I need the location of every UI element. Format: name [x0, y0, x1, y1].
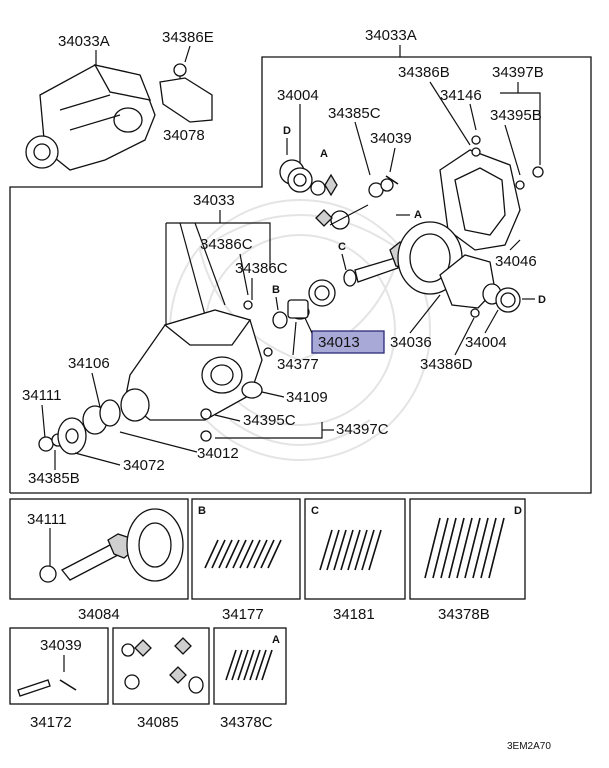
callout-B-main: B [272, 284, 280, 296]
label-34385C: 34385C [328, 105, 381, 122]
label-34386D: 34386D [420, 356, 473, 373]
label-34033: 34033 [193, 192, 235, 209]
label-34013[interactable]: 34013 [318, 334, 360, 351]
side-bearing-34004-upper-drawing [279, 159, 313, 193]
label-34181: 34181 [333, 606, 375, 623]
label-34039-top: 34039 [370, 130, 412, 147]
callout-D-box: D [514, 505, 522, 517]
callout-A-main: A [414, 209, 422, 221]
label-34109: 34109 [286, 389, 328, 406]
label-34395B: 34395B [490, 107, 542, 124]
label-34386C-1: 34386C [200, 236, 253, 253]
ring-pinion-set-34084-drawing [39, 508, 184, 583]
label-34397C: 34397C [336, 421, 389, 438]
box-34181 [304, 498, 406, 600]
label-34177: 34177 [222, 606, 264, 623]
box-34177 [191, 498, 301, 600]
label-34078: 34078 [163, 127, 205, 144]
diff-cover-34046-drawing [439, 135, 544, 251]
label-34072: 34072 [123, 457, 165, 474]
callout-B-box: B [198, 505, 206, 517]
label-34378B: 34378B [438, 606, 490, 623]
watermark-emblem [169, 199, 431, 461]
differential-gears-upper-drawing [310, 173, 399, 230]
label-34146: 34146 [440, 87, 482, 104]
box-34172 [9, 627, 109, 705]
pinion-parts-drawing [287, 279, 336, 320]
label-34111-main: 34111 [22, 387, 62, 404]
diagram-code: 3EM2A70 [507, 741, 551, 752]
seal-34109-drawing [241, 381, 263, 399]
label-34397B: 34397B [492, 64, 544, 81]
label-34004-bot: 34004 [465, 334, 507, 351]
label-34172: 34172 [30, 714, 72, 731]
label-34395C: 34395C [243, 412, 296, 429]
label-34033A-main: 34033A [365, 27, 417, 44]
box-34085 [112, 627, 210, 705]
label-34004-top: 34004 [277, 87, 319, 104]
box-34378C [213, 627, 287, 705]
pinion-shaft-34172-drawing [17, 679, 77, 697]
label-34377: 34377 [277, 356, 319, 373]
shim-set-34177-drawing [204, 539, 282, 569]
label-34039-box: 34039 [40, 637, 82, 654]
label-34084: 34084 [78, 606, 120, 623]
box-34378B [409, 498, 526, 600]
callout-D-main: D [538, 294, 546, 306]
label-34386C-2: 34386C [235, 260, 288, 277]
box-34084 [9, 498, 189, 600]
label-34046: 34046 [495, 253, 537, 270]
highlight-34013[interactable] [311, 330, 385, 354]
label-34385B: 34385B [28, 470, 80, 487]
label-34378C: 34378C [220, 714, 273, 731]
seal-b-drawing [272, 311, 288, 329]
diff-case-drawing [439, 254, 521, 318]
differential-assy-34033A-drawing [25, 64, 156, 171]
companion-flange-drawing [38, 399, 212, 455]
bracket-34078-drawing [159, 77, 213, 123]
label-34111-box: 34111 [27, 511, 67, 528]
label-34106: 34106 [68, 355, 110, 372]
label-34085: 34085 [137, 714, 179, 731]
label-34033A-top: 34033A [58, 33, 110, 50]
carrier-housing-drawing [120, 300, 273, 422]
main-assembly-frame [9, 56, 592, 494]
shim-set-34378B-drawing [424, 517, 505, 579]
shim-set-34181-drawing [319, 529, 382, 571]
gear-set-34085-drawing [121, 637, 204, 694]
label-34386E: 34386E [162, 29, 214, 46]
label-34012: 34012 [197, 445, 239, 462]
label-34036: 34036 [390, 334, 432, 351]
callout-A-top: A [320, 148, 328, 160]
callout-C-box: C [311, 505, 319, 517]
shim-set-34378C-drawing [225, 649, 273, 681]
callout-C-main: C [338, 241, 346, 253]
callout-D-top: D [283, 125, 291, 137]
label-34386B: 34386B [398, 64, 450, 81]
callout-A-box: A [272, 634, 280, 646]
